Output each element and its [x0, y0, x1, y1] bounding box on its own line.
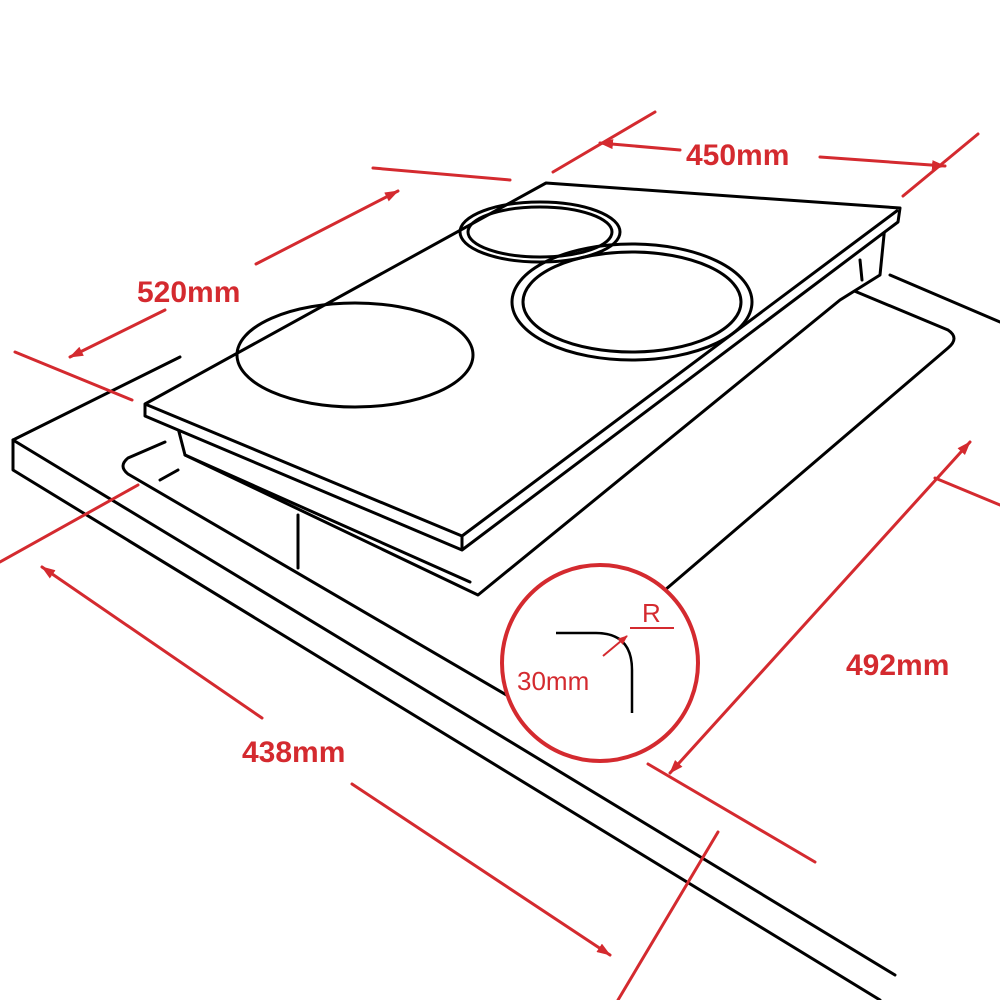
ext-line-492-bottom [646, 762, 817, 864]
corner-radius-symbol: R [642, 598, 661, 628]
corner-detail-callout [500, 563, 700, 763]
hob-glass-top-surface [143, 181, 902, 552]
ext-line-520-bottom [13, 350, 134, 402]
cutout-opening [121, 283, 956, 702]
ext-line-438-right [616, 830, 720, 1000]
dim-arrow-492 [668, 440, 972, 775]
ext-line-438-left [0, 483, 140, 564]
hob-casing-front-lip [183, 258, 864, 584]
countertop-front-top-edge [11, 438, 897, 977]
dimension-lines [0, 110, 1000, 1000]
dim-arrow-438-right [350, 782, 612, 957]
cooking-zone-right-inner [521, 250, 743, 354]
hob-width-label: 450mm [686, 139, 789, 172]
hob-depth-label: 520mm [137, 276, 240, 309]
dim-arrow-450-left [598, 139, 682, 152]
hob-glass [143, 181, 902, 552]
countertop-right-edge [888, 273, 1000, 324]
dim-arrow-520-bottom [68, 308, 167, 359]
corner-detail-circle [500, 563, 700, 763]
cutout-outline [121, 283, 956, 702]
corner-radius-value: 30mm [517, 666, 589, 696]
dim-arrow-520-top [254, 189, 400, 266]
dim-arrow-450-right [818, 155, 947, 171]
cooking-zone-back [458, 200, 622, 264]
ext-line-520-top [371, 166, 512, 182]
cooking-zones [235, 200, 754, 409]
countertop [11, 273, 1000, 1000]
radius-leader-line [602, 635, 628, 657]
hob-glass-edge-line [144, 402, 463, 538]
cutout-inner-wall [158, 468, 300, 570]
countertop-front-edge [11, 438, 882, 1000]
cutout-width-label: 438mm [242, 736, 345, 769]
countertop-back-edge [11, 355, 182, 442]
cooking-zone-front-left [235, 301, 475, 409]
dim-arrow-438-left [40, 565, 264, 720]
cooking-zone-right-outer [510, 242, 754, 362]
ext-line-492-top [933, 476, 1000, 507]
cutout-depth-label: 492mm [846, 649, 949, 682]
cooking-zone-back-inner [466, 205, 614, 259]
